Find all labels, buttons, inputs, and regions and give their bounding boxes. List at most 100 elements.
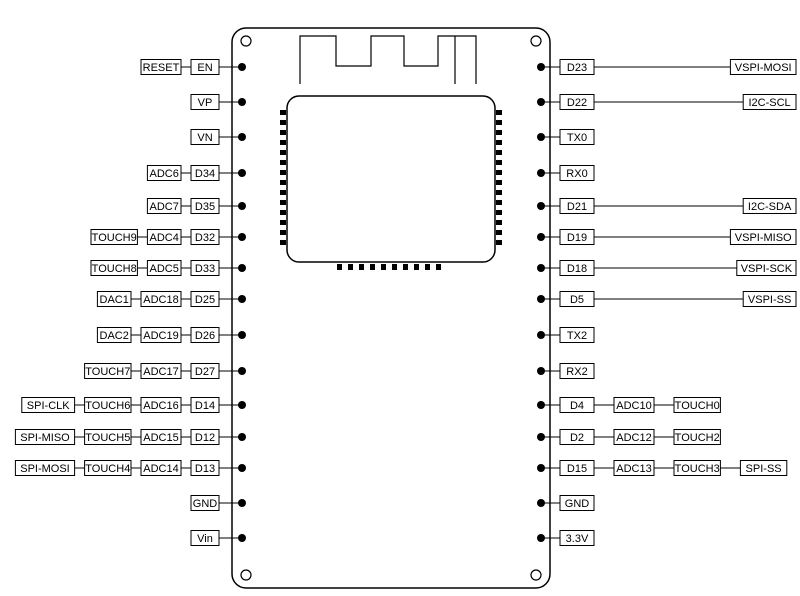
pin-dot-icon bbox=[238, 464, 246, 472]
module-pad bbox=[414, 264, 419, 270]
left-pin-function-text: ADC17 bbox=[143, 366, 178, 378]
right-pin-function-text: ADC10 bbox=[616, 400, 651, 412]
right-pin-label: 3.3V bbox=[559, 530, 595, 546]
module-pad bbox=[370, 264, 375, 270]
right-pin-function: TOUCH0 bbox=[673, 397, 721, 413]
module-pad bbox=[280, 190, 286, 195]
right-pin-function-box bbox=[742, 94, 797, 110]
module-pad bbox=[280, 130, 286, 135]
right-pin-label: D15 bbox=[559, 460, 595, 476]
right-pin-label-text: GND bbox=[565, 498, 590, 510]
left-pin-function: TOUCH7 bbox=[84, 363, 132, 379]
left-pin-function: TOUCH8 bbox=[90, 260, 138, 276]
module-pad bbox=[392, 264, 397, 270]
right-pin-label-text: D15 bbox=[567, 463, 587, 475]
left-pin-function-text: ADC4 bbox=[150, 232, 179, 244]
left-pin-function: ADC6 bbox=[146, 165, 182, 181]
right-pin-label-text: D5 bbox=[570, 294, 584, 306]
right-pin-label: D21 bbox=[559, 198, 595, 214]
pin-dot-icon bbox=[537, 295, 545, 303]
right-pin-label-box bbox=[559, 327, 595, 343]
left-pin-label-text: VN bbox=[197, 132, 212, 144]
right-pin-function: SPI-SS bbox=[739, 460, 788, 476]
left-pin-function-text: SPI-CLK bbox=[27, 400, 70, 412]
left-pin-function: SPI-MISO bbox=[14, 429, 76, 445]
right-pin-label-text: D4 bbox=[570, 400, 584, 412]
left-pin-function-text: ADC16 bbox=[143, 400, 178, 412]
right-pin-label: D5 bbox=[559, 291, 595, 307]
right-pin-function: ADC10 bbox=[613, 397, 655, 413]
pin-dot-icon bbox=[238, 264, 246, 272]
right-pin-function-text: TOUCH0 bbox=[675, 400, 720, 412]
module-pad bbox=[496, 180, 502, 185]
left-pin-label-box bbox=[190, 129, 220, 145]
left-pin-label: D14 bbox=[190, 397, 220, 413]
left-pin-function: RESET bbox=[140, 59, 182, 75]
left-pin-function: SPI-MOSI bbox=[14, 460, 76, 476]
module-pad bbox=[496, 140, 502, 145]
left-pin-function-text: DAC2 bbox=[100, 330, 129, 342]
left-pin-function: ADC5 bbox=[146, 260, 182, 276]
right-pin-function-box bbox=[729, 229, 797, 245]
module-pad bbox=[280, 210, 286, 215]
right-pin-label: RX0 bbox=[559, 165, 595, 181]
pin-dot-icon bbox=[537, 202, 545, 210]
left-pin-function-text: ADC6 bbox=[150, 168, 179, 180]
right-pin-label-text: D21 bbox=[567, 201, 587, 213]
antenna-trace-icon bbox=[299, 35, 477, 84]
module-pad bbox=[496, 200, 502, 205]
module-pad bbox=[496, 130, 502, 135]
right-pin-label-text: TX0 bbox=[567, 132, 587, 144]
left-pin-function: ADC19 bbox=[140, 327, 182, 343]
right-pin-label-box bbox=[559, 129, 595, 145]
left-pin-label-text: D34 bbox=[195, 168, 215, 180]
pin-dot-icon bbox=[537, 133, 545, 141]
right-pin-function-text: SPI-SS bbox=[746, 463, 782, 475]
right-pin-function-text: ADC12 bbox=[616, 432, 651, 444]
left-pin-function-box bbox=[140, 59, 182, 75]
left-pin-label: D13 bbox=[190, 460, 220, 476]
left-pin-label: EN bbox=[190, 59, 220, 75]
left-pin-function-text: TOUCH6 bbox=[85, 400, 130, 412]
module-pad bbox=[436, 264, 441, 270]
right-pin-function: ADC13 bbox=[613, 460, 655, 476]
left-pin-function-text: TOUCH4 bbox=[85, 463, 130, 475]
left-pin-function-box bbox=[90, 260, 138, 276]
left-pin-function-text: DAC1 bbox=[100, 294, 129, 306]
pin-dot-icon bbox=[238, 534, 246, 542]
left-pin-label: D27 bbox=[190, 363, 220, 379]
right-pin-label: RX2 bbox=[559, 363, 595, 379]
left-pin-label: D32 bbox=[190, 229, 220, 245]
left-pin-function: TOUCH9 bbox=[90, 229, 138, 245]
pin-dot-icon bbox=[238, 233, 246, 241]
right-pin-function-text: VSPI-SCK bbox=[741, 263, 793, 275]
right-pin-label: D23 bbox=[559, 59, 595, 75]
module-pad bbox=[496, 210, 502, 215]
left-pin-label-text: D35 bbox=[195, 201, 215, 213]
right-pin-label-text: TX2 bbox=[567, 330, 587, 342]
right-pin-function: I2C-SCL bbox=[742, 94, 797, 110]
left-pin-label-text: EN bbox=[197, 62, 212, 74]
left-pin-function-box bbox=[146, 198, 182, 214]
right-pin-label: D19 bbox=[559, 229, 595, 245]
left-pin-function-text: TOUCH5 bbox=[85, 432, 130, 444]
right-pin-function-box bbox=[742, 291, 797, 307]
module-pad bbox=[280, 220, 286, 225]
left-pin-label-text: D13 bbox=[195, 463, 215, 475]
left-pin-label-box bbox=[190, 495, 220, 511]
pin-dot-icon bbox=[238, 295, 246, 303]
right-pin-label: D18 bbox=[559, 260, 595, 276]
left-pin-label-text: D25 bbox=[195, 294, 215, 306]
module-pad bbox=[280, 170, 286, 175]
mounting-hole-icon bbox=[530, 35, 542, 47]
module-pad bbox=[280, 240, 286, 245]
pin-dot-icon bbox=[537, 499, 545, 507]
right-pin-function-text: ADC13 bbox=[616, 463, 651, 475]
left-pin-function: ADC4 bbox=[146, 229, 182, 245]
left-pin-function: TOUCH5 bbox=[84, 429, 132, 445]
left-pin-function-text: ADC14 bbox=[143, 463, 178, 475]
right-pin-label-box bbox=[559, 530, 595, 546]
pin-dot-icon bbox=[238, 367, 246, 375]
module-pad bbox=[280, 160, 286, 165]
left-pin-function: TOUCH4 bbox=[84, 460, 132, 476]
